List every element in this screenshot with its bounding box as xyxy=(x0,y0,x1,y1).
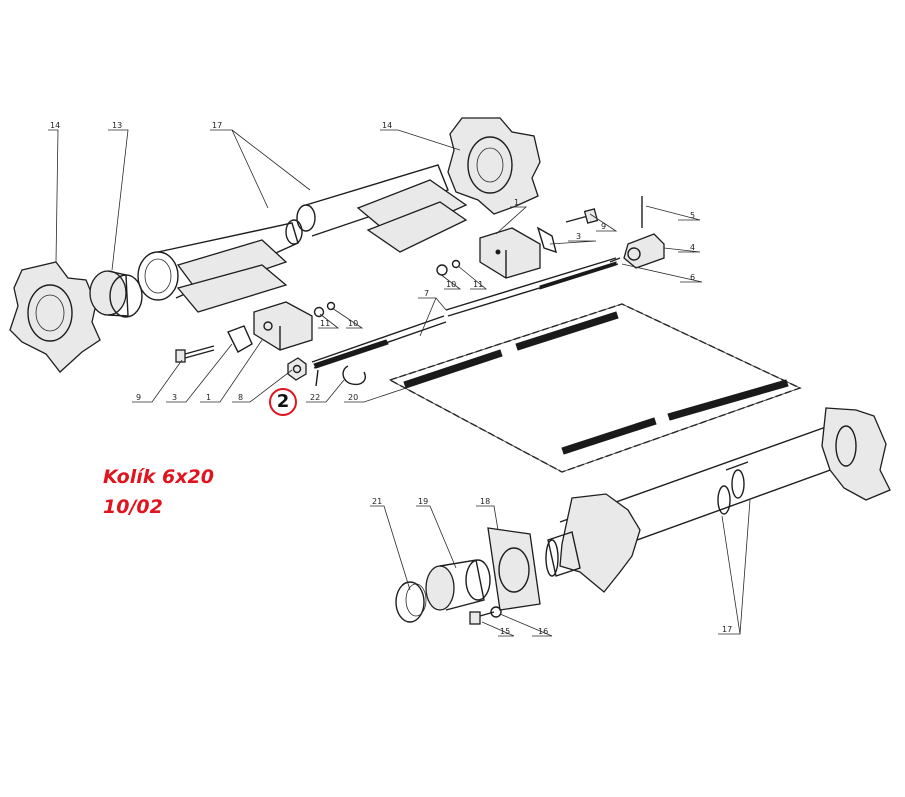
bolt-9-lower xyxy=(175,345,215,363)
callout-22: 22 xyxy=(310,393,320,402)
threaded-rod-lower xyxy=(311,315,447,369)
callout-19: 19 xyxy=(418,497,428,506)
callout-17a: 17 xyxy=(212,121,222,130)
callout-10b: 10 xyxy=(348,319,358,328)
clip-22 xyxy=(342,365,366,386)
part-name-note: Kolík 6x20 xyxy=(103,466,214,488)
callout-16: 16 xyxy=(538,627,548,636)
nut-8 xyxy=(287,357,307,381)
chain-frame-20 xyxy=(388,303,802,473)
bushing-19 xyxy=(425,559,491,611)
shaft-lower-right xyxy=(545,407,891,593)
callout-3b: 3 xyxy=(172,393,177,402)
bolt-15 xyxy=(469,606,502,625)
block-1-upper xyxy=(479,226,557,279)
callout-10a: 10 xyxy=(446,280,456,289)
callout-11a: 11 xyxy=(473,280,483,289)
leader-lines xyxy=(48,129,751,637)
callout-15: 15 xyxy=(500,627,510,636)
callout-3a: 3 xyxy=(576,232,581,241)
callout-1b: 1 xyxy=(206,393,211,402)
callout-5: 5 xyxy=(690,211,695,220)
part-code-note: 10/02 xyxy=(103,496,163,518)
tube-right-upper xyxy=(296,164,468,253)
cotter-pin-2 xyxy=(315,369,319,387)
bearing-assembly-4 xyxy=(609,196,665,269)
ring-21 xyxy=(395,581,427,623)
callout-9a: 9 xyxy=(601,222,606,231)
callout-14a: 14 xyxy=(50,121,60,130)
callout-17b: 17 xyxy=(722,625,732,634)
callout-labels: 14 13 17 14 1 3 9 5 4 6 10 11 7 11 10 9 … xyxy=(50,121,732,636)
callout-6: 6 xyxy=(690,273,695,282)
bolt-9-upper xyxy=(565,208,599,224)
callout-20: 20 xyxy=(348,393,358,402)
callout-11b: 11 xyxy=(320,319,330,328)
callout-13: 13 xyxy=(112,121,122,130)
flange-18 xyxy=(487,527,541,611)
bushing-13 xyxy=(89,270,143,318)
threaded-rod-upper xyxy=(436,257,619,317)
callout-1a: 1 xyxy=(514,198,519,207)
callout-8: 8 xyxy=(238,393,243,402)
callout-9b: 9 xyxy=(136,393,141,402)
callout-7: 7 xyxy=(424,289,429,298)
callout-21: 21 xyxy=(372,497,382,506)
star-wheel-left xyxy=(9,261,101,373)
callout-4: 4 xyxy=(690,243,695,252)
callout-18: 18 xyxy=(480,497,490,506)
callout-14b: 14 xyxy=(382,121,392,130)
star-wheel-upper-right xyxy=(447,117,541,215)
block-1-lower xyxy=(227,301,336,353)
tube-left xyxy=(137,219,303,313)
highlight-marker-2: 2 xyxy=(269,388,297,416)
